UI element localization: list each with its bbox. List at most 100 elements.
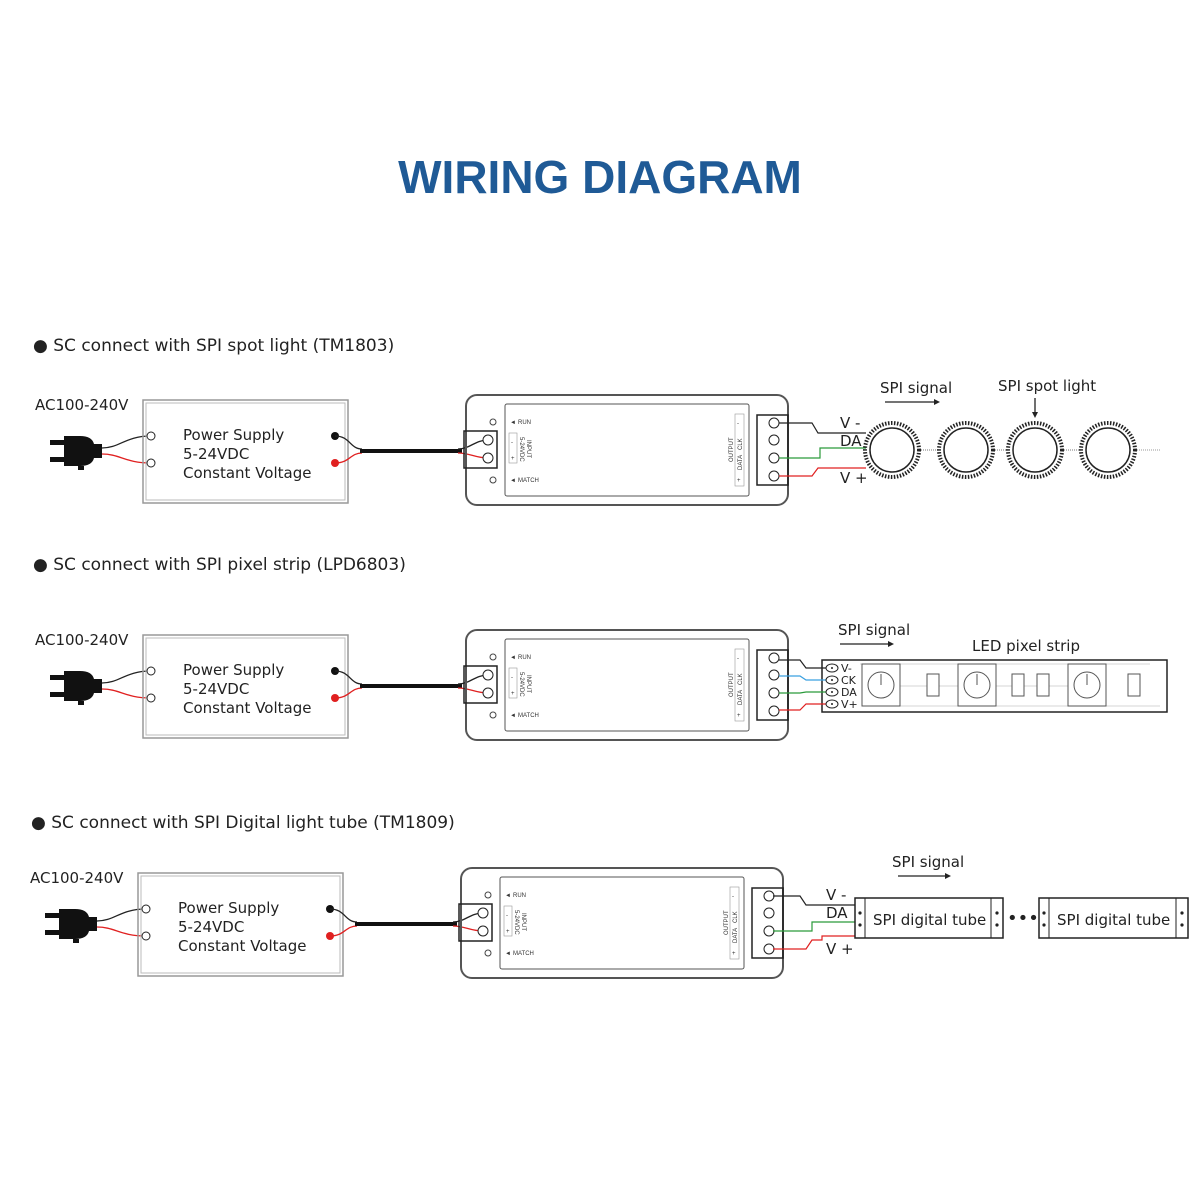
pin-v-plus: V +	[826, 940, 854, 958]
psu-label: Power Supply	[183, 426, 284, 444]
output-data: DATA	[738, 455, 744, 470]
ac-voltage-label: AC100-240V	[30, 869, 124, 887]
led-pixel-strip: V- CK DA V+	[779, 659, 1168, 713]
signal-arrow	[885, 399, 940, 405]
output-terminal	[756, 414, 789, 486]
run-label: RUN	[518, 420, 531, 426]
strip-pin: V-	[841, 662, 852, 675]
digital-tube: SPI digital tube	[1038, 897, 1189, 939]
section-3: ● SC connect with SPI Digital light tube…	[30, 813, 1189, 979]
spot-light	[863, 421, 921, 479]
spi-signal-label: SPI signal	[838, 621, 910, 639]
section-header: ● SC connect with SPI spot light (TM1803…	[33, 336, 394, 356]
input-minus: -	[511, 675, 513, 681]
pin-da: DA	[840, 432, 862, 450]
strip-pin: DA	[841, 686, 857, 699]
resistor	[1127, 673, 1141, 697]
pin-da: DA	[826, 904, 848, 922]
input-plus: +	[511, 456, 515, 462]
strip-pin: V+	[841, 698, 858, 711]
led-chip	[957, 663, 997, 707]
svg-text:◄: ◄	[510, 713, 516, 719]
output-plus: +	[737, 478, 741, 484]
resistor	[926, 673, 940, 697]
psu-type: Constant Voltage	[183, 699, 311, 717]
section-2: ● SC connect with SPI pixel strip (LPD68…	[33, 555, 1168, 741]
pin-v-minus: V -	[840, 414, 860, 432]
resistor	[1036, 673, 1050, 697]
output-clk: CLK	[738, 673, 744, 685]
output-label: OUTPUT	[729, 437, 735, 462]
match-button[interactable]	[484, 949, 492, 957]
spot-light	[937, 421, 995, 479]
resistor	[1011, 673, 1025, 697]
svg-text:◄: ◄	[510, 655, 516, 661]
match-button[interactable]	[489, 476, 497, 484]
led-chip	[1067, 663, 1107, 707]
pin-v-plus: V +	[840, 469, 868, 487]
output-plus: +	[737, 713, 741, 719]
run-label: RUN	[518, 655, 531, 661]
output-terminal	[756, 649, 789, 721]
page-title: WIRING DIAGRAM	[398, 151, 802, 203]
output-data: DATA	[738, 690, 744, 705]
sc-controller: ◄RUN ◄MATCH - + 5-24VDC INPUT OUTPUT - C…	[458, 867, 784, 979]
output-clk: CLK	[733, 911, 739, 923]
run-led	[489, 418, 497, 426]
signal-arrow	[840, 641, 894, 647]
ac-voltage-label: AC100-240V	[35, 631, 129, 649]
output-label: OUTPUT	[724, 910, 730, 935]
spot-light	[1006, 421, 1064, 479]
power-plug-icon	[45, 909, 97, 943]
psu-label: Power Supply	[178, 899, 279, 917]
match-label: MATCH	[513, 951, 534, 957]
output-minus: -	[737, 656, 739, 662]
run-led	[484, 891, 492, 899]
run-label: RUN	[513, 893, 526, 899]
input-voltage-label: 5-24VDC	[513, 910, 519, 935]
psu-voltage: 5-24VDC	[178, 918, 244, 936]
match-label: MATCH	[518, 713, 539, 719]
input-terminal	[463, 430, 498, 469]
psu-type: Constant Voltage	[178, 937, 306, 955]
psu-voltage: 5-24VDC	[183, 680, 249, 698]
power-supply: Power Supply 5-24VDC Constant Voltage	[142, 399, 349, 504]
sc-controller: ◄RUN ◄MATCH - + 5-24VDC INPUT OUTPUT - C…	[463, 629, 789, 741]
psu-type: Constant Voltage	[183, 464, 311, 482]
input-terminal	[463, 665, 498, 704]
section-header: ● SC connect with SPI pixel strip (LPD68…	[33, 555, 406, 575]
device-label: LED pixel strip	[972, 637, 1080, 655]
output-minus: -	[737, 421, 739, 427]
pin-v-minus: V -	[826, 886, 846, 904]
spi-signal-label: SPI signal	[880, 379, 952, 397]
output-minus: -	[732, 894, 734, 900]
svg-text:◄: ◄	[505, 951, 511, 957]
output-data: DATA	[733, 928, 739, 943]
input-terminal	[458, 903, 493, 942]
psu-voltage: 5-24VDC	[183, 445, 249, 463]
psu-label: Power Supply	[183, 661, 284, 679]
device-label: SPI spot light	[998, 377, 1096, 395]
ac-voltage-label: AC100-240V	[35, 396, 129, 414]
section-1: ● SC connect with SPI spot light (TM1803…	[33, 336, 1160, 506]
spi-signal-label: SPI signal	[892, 853, 964, 871]
match-button[interactable]	[489, 711, 497, 719]
input-label: INPUT	[525, 440, 531, 458]
power-supply: Power Supply 5-24VDC Constant Voltage	[137, 872, 344, 977]
input-label: INPUT	[525, 675, 531, 693]
input-voltage-label: 5-24VDC	[518, 672, 524, 697]
spot-light	[1079, 421, 1137, 479]
signal-arrow	[898, 873, 951, 879]
section-header: ● SC connect with SPI Digital light tube…	[31, 813, 455, 833]
output-terminal	[751, 887, 784, 959]
power-supply: Power Supply 5-24VDC Constant Voltage	[142, 634, 349, 739]
tube-label: SPI digital tube	[1057, 911, 1170, 929]
match-label: MATCH	[518, 478, 539, 484]
strip-pin: CK	[841, 674, 857, 687]
sc-controller: ◄RUN ◄MATCH - + 5-24VDC INPUT OUTPUT - C…	[463, 394, 789, 506]
input-voltage-label: 5-24VDC	[518, 437, 524, 462]
input-plus: +	[506, 929, 510, 935]
power-plug-icon	[50, 436, 102, 470]
digital-tube: SPI digital tube	[854, 897, 1004, 939]
